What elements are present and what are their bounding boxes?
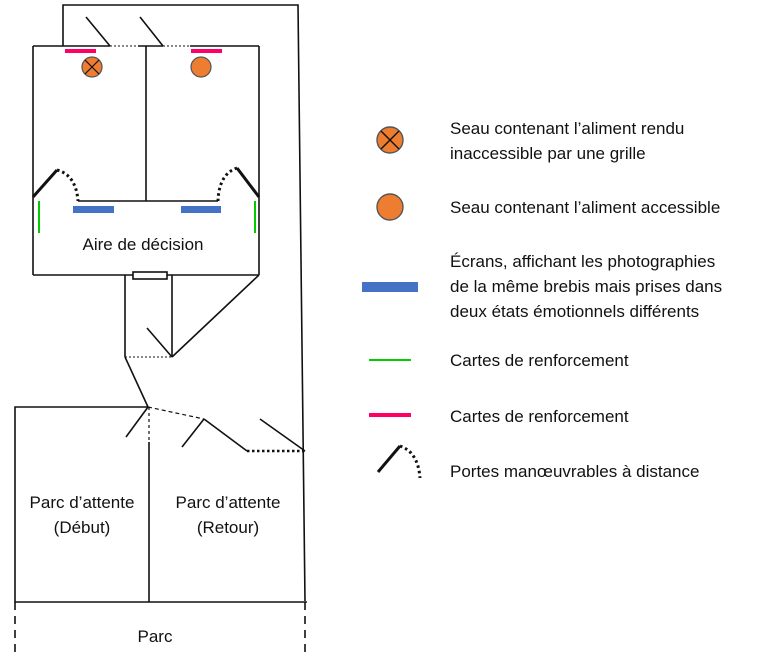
waiting-pens bbox=[14, 406, 307, 656]
crossed-bucket-icon bbox=[81, 56, 103, 78]
door-right[interactable] bbox=[216, 166, 261, 202]
legend-text-pink-card: Cartes de renforcement bbox=[450, 404, 629, 429]
legend-text-bucket: Seau contenant l’aliment accessible bbox=[450, 195, 720, 220]
test-building bbox=[32, 16, 260, 280]
outer-wall bbox=[62, 4, 306, 602]
bucket-icon bbox=[190, 56, 212, 78]
legend-text-screen: Écrans, affichant les photographies de l… bbox=[450, 249, 722, 324]
legend-text-green-card: Cartes de renforcement bbox=[450, 348, 629, 373]
pink-card-left bbox=[65, 49, 96, 53]
crossed-bucket-icon bbox=[376, 126, 404, 154]
legend-line: Seau contenant l’aliment rendu bbox=[450, 119, 685, 138]
screen-right bbox=[181, 206, 221, 213]
waiting-pen-return-sub: (Retour) bbox=[196, 518, 260, 537]
corridor bbox=[124, 274, 260, 408]
legend-text-door: Portes manœuvrables à distance bbox=[450, 459, 699, 484]
legend-line: de la même brebis mais prises dans bbox=[450, 277, 723, 296]
legend-icons bbox=[362, 126, 422, 479]
screen-left bbox=[73, 206, 114, 213]
legend-line: Cartes de renforcement bbox=[450, 351, 629, 370]
waiting-pen-start-label: Parc d’attente bbox=[29, 493, 135, 512]
legend-line: Cartes de renforcement bbox=[450, 407, 629, 426]
pink-card-right bbox=[191, 49, 222, 53]
decision-area-label: Aire de décision bbox=[82, 235, 204, 254]
legend-line: Seau contenant l’aliment accessible bbox=[450, 198, 721, 217]
door-icon bbox=[376, 444, 422, 479]
legend-line: Portes manœuvrables à distance bbox=[450, 462, 700, 481]
waiting-pen-return-label: Parc d’attente bbox=[175, 493, 281, 512]
legend-text-crossed-bucket: Seau contenant l’aliment rendu inaccessi… bbox=[450, 116, 684, 166]
door-left[interactable] bbox=[31, 168, 80, 202]
bucket-icon bbox=[376, 193, 404, 221]
park-label: Parc bbox=[137, 627, 173, 646]
legend-line: inaccessible par une grille bbox=[450, 144, 646, 163]
waiting-pen-start-sub: (Début) bbox=[53, 518, 111, 537]
screen-icon bbox=[362, 282, 418, 292]
legend-line: Écrans, affichant les photographies bbox=[450, 252, 716, 271]
legend-line: deux états émotionnels différents bbox=[450, 302, 700, 321]
